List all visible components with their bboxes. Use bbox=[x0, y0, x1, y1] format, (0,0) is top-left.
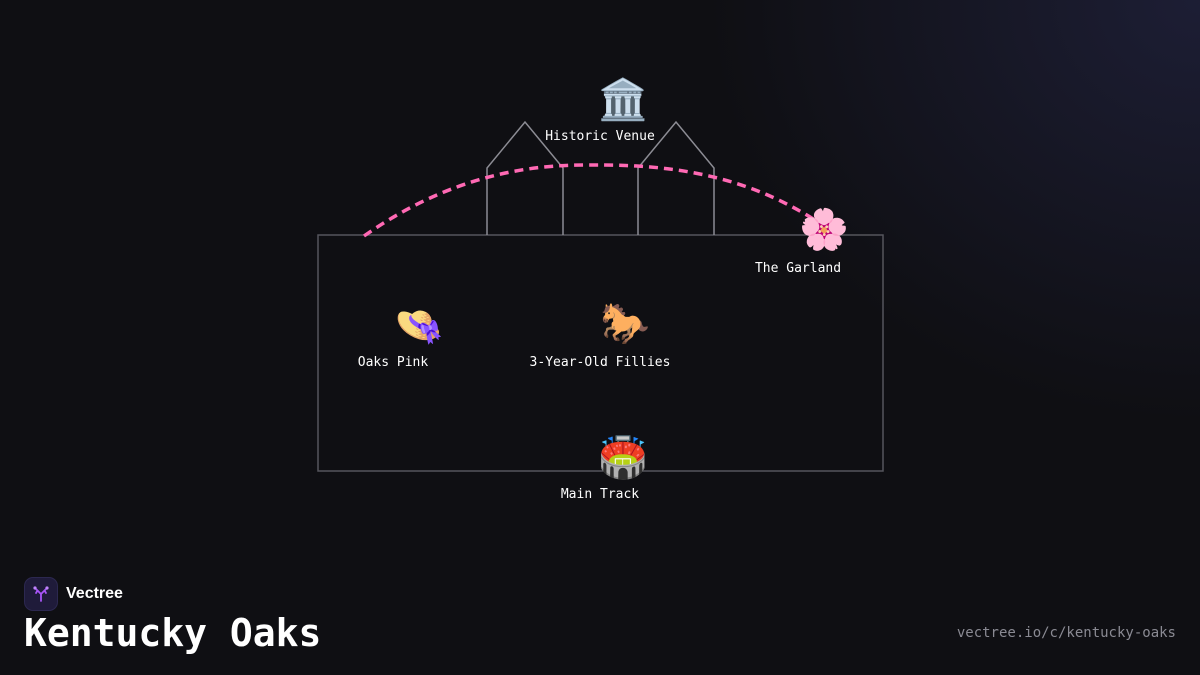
brand-name: Vectree bbox=[66, 585, 123, 602]
garland-arc bbox=[362, 163, 819, 238]
historic-venue-label: Historic Venue bbox=[545, 129, 655, 144]
footer-url-link[interactable]: vectree.io/c/kentucky-oaks bbox=[956, 625, 1176, 641]
stadium-icon: 🏟️ bbox=[598, 435, 648, 481]
cherry-blossom-icon: 🌸 bbox=[799, 207, 849, 253]
main-track-label: Main Track bbox=[560, 487, 640, 502]
brand: Vectree bbox=[24, 577, 123, 611]
grandstand-outline bbox=[317, 234, 884, 472]
tree-branch-icon bbox=[33, 586, 49, 602]
left-spire-outline bbox=[486, 120, 564, 235]
classical-building-icon: 🏛️ bbox=[598, 77, 648, 123]
horse-icon: 🐎 bbox=[600, 301, 650, 347]
womans-hat-icon: 👒 bbox=[394, 303, 444, 349]
the-garland-label: The Garland bbox=[754, 261, 842, 276]
page-title: Kentucky Oaks bbox=[24, 611, 322, 655]
oaks-pink-label: Oaks Pink bbox=[357, 355, 429, 370]
fillies-label: 3-Year-Old Fillies bbox=[529, 355, 671, 370]
vectree-logo-icon bbox=[24, 577, 58, 611]
right-spire-outline bbox=[637, 120, 715, 235]
